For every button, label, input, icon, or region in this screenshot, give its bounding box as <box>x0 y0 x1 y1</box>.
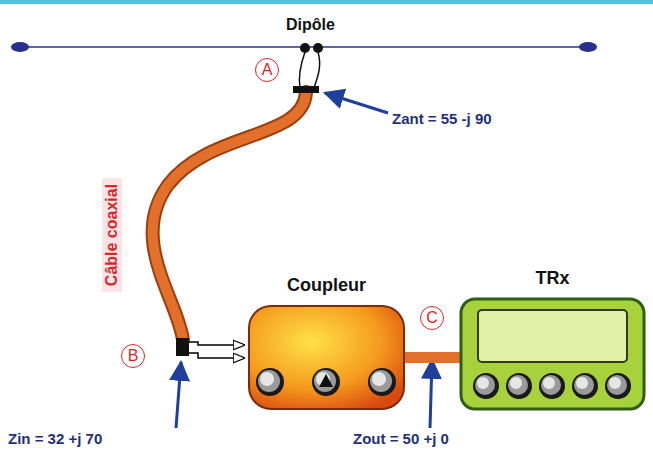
dipole-end <box>11 42 29 52</box>
feed-lead <box>299 52 305 88</box>
callout-circle: A <box>255 58 279 82</box>
control-knob <box>539 373 565 399</box>
transceiver-housing <box>461 299 644 409</box>
coax-cable <box>153 92 306 340</box>
control-knob <box>572 373 598 399</box>
feed-terminal <box>300 43 310 53</box>
display-screen <box>478 310 627 362</box>
feed-arrow <box>189 353 244 358</box>
control-knob <box>473 373 499 399</box>
dipole-end <box>579 42 597 52</box>
cable-label: Câble coaxial <box>102 178 122 292</box>
feed-arrow <box>189 342 244 345</box>
transceiver-body <box>460 298 645 410</box>
impedance-label: Zin = 32 +j 70 <box>8 430 102 447</box>
callout-letter: A <box>262 62 273 78</box>
impedance-label: Zout = 50 +j 0 <box>353 430 449 447</box>
coupler-housing <box>249 306 404 409</box>
impedance-label: Zant = 55 -j 90 <box>392 110 492 127</box>
pointer-arrow <box>430 360 432 428</box>
coax-jumper <box>403 352 462 363</box>
feed-terminal <box>313 43 323 53</box>
callout-circle: B <box>121 344 145 368</box>
control-knob <box>312 368 340 396</box>
top-band <box>0 0 653 4</box>
coupler-body <box>248 305 405 410</box>
callout-letter: C <box>426 310 438 326</box>
coax-connector <box>293 86 319 93</box>
feed-lead <box>314 52 320 88</box>
transceiver-box: TRx <box>460 298 645 410</box>
control-knob <box>605 373 631 399</box>
control-knob <box>368 368 396 396</box>
box-heading: Coupleur <box>228 275 425 296</box>
coax-cable-outline <box>153 92 306 340</box>
pointer-arrow <box>325 93 388 113</box>
callout-letter: B <box>128 348 139 364</box>
antenna-title: Dipôle <box>286 16 335 34</box>
coupler-box: Coupleur <box>248 305 405 410</box>
pointer-arrow <box>176 362 181 428</box>
control-knob <box>256 368 284 396</box>
callout-circle: C <box>420 306 444 330</box>
control-knob <box>506 373 532 399</box>
box-heading: TRx <box>440 268 653 289</box>
coax-connector <box>176 338 189 356</box>
